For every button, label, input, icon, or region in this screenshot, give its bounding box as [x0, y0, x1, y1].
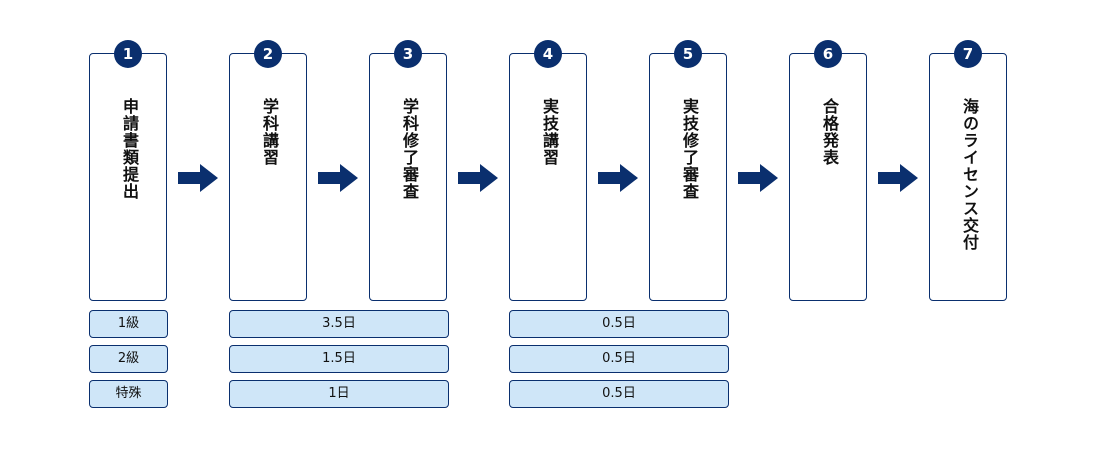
- grade-special-theory-duration: 1日: [229, 380, 449, 408]
- step-1-box: 1 申請書類提出: [89, 40, 167, 301]
- step-4-number: 4: [534, 40, 562, 68]
- arrow-right-icon: [738, 164, 778, 192]
- grade-special-practical-duration: 0.5日: [509, 380, 729, 408]
- step-4-box: 4 実技講習: [509, 40, 587, 301]
- arrow-right-icon: [178, 164, 218, 192]
- grade-2-label: 2級: [89, 345, 168, 373]
- arrow-right-icon: [598, 164, 638, 192]
- step-5-number: 5: [674, 40, 702, 68]
- grade-1-label: 1級: [89, 310, 168, 338]
- step-7-label: 海のライセンス交付: [960, 98, 979, 251]
- step-1-number: 1: [114, 40, 142, 68]
- step-2-box: 2 学科講習: [229, 40, 307, 301]
- step-3-number: 3: [394, 40, 422, 68]
- arrow-right-icon: [458, 164, 498, 192]
- grade-2-practical-duration: 0.5日: [509, 345, 729, 373]
- step-7-number: 7: [954, 40, 982, 68]
- step-5-label: 実技修了審査: [680, 98, 699, 200]
- arrow-right-icon: [318, 164, 358, 192]
- arrow-right-icon: [878, 164, 918, 192]
- step-4-label: 実技講習: [540, 98, 559, 166]
- step-6-number: 6: [814, 40, 842, 68]
- step-1-label: 申請書類提出: [120, 98, 139, 200]
- step-3-label: 学科修了審査: [400, 98, 419, 200]
- step-2-label: 学科講習: [260, 98, 279, 166]
- grade-1-theory-duration: 3.5日: [229, 310, 449, 338]
- step-7-box: 7 海のライセンス交付: [929, 40, 1007, 301]
- step-3-box: 3 学科修了審査: [369, 40, 447, 301]
- grade-2-theory-duration: 1.5日: [229, 345, 449, 373]
- step-2-number: 2: [254, 40, 282, 68]
- step-5-box: 5 実技修了審査: [649, 40, 727, 301]
- step-6-label: 合格発表: [820, 98, 839, 166]
- grade-special-label: 特殊: [89, 380, 168, 408]
- step-6-box: 6 合格発表: [789, 40, 867, 301]
- grade-1-practical-duration: 0.5日: [509, 310, 729, 338]
